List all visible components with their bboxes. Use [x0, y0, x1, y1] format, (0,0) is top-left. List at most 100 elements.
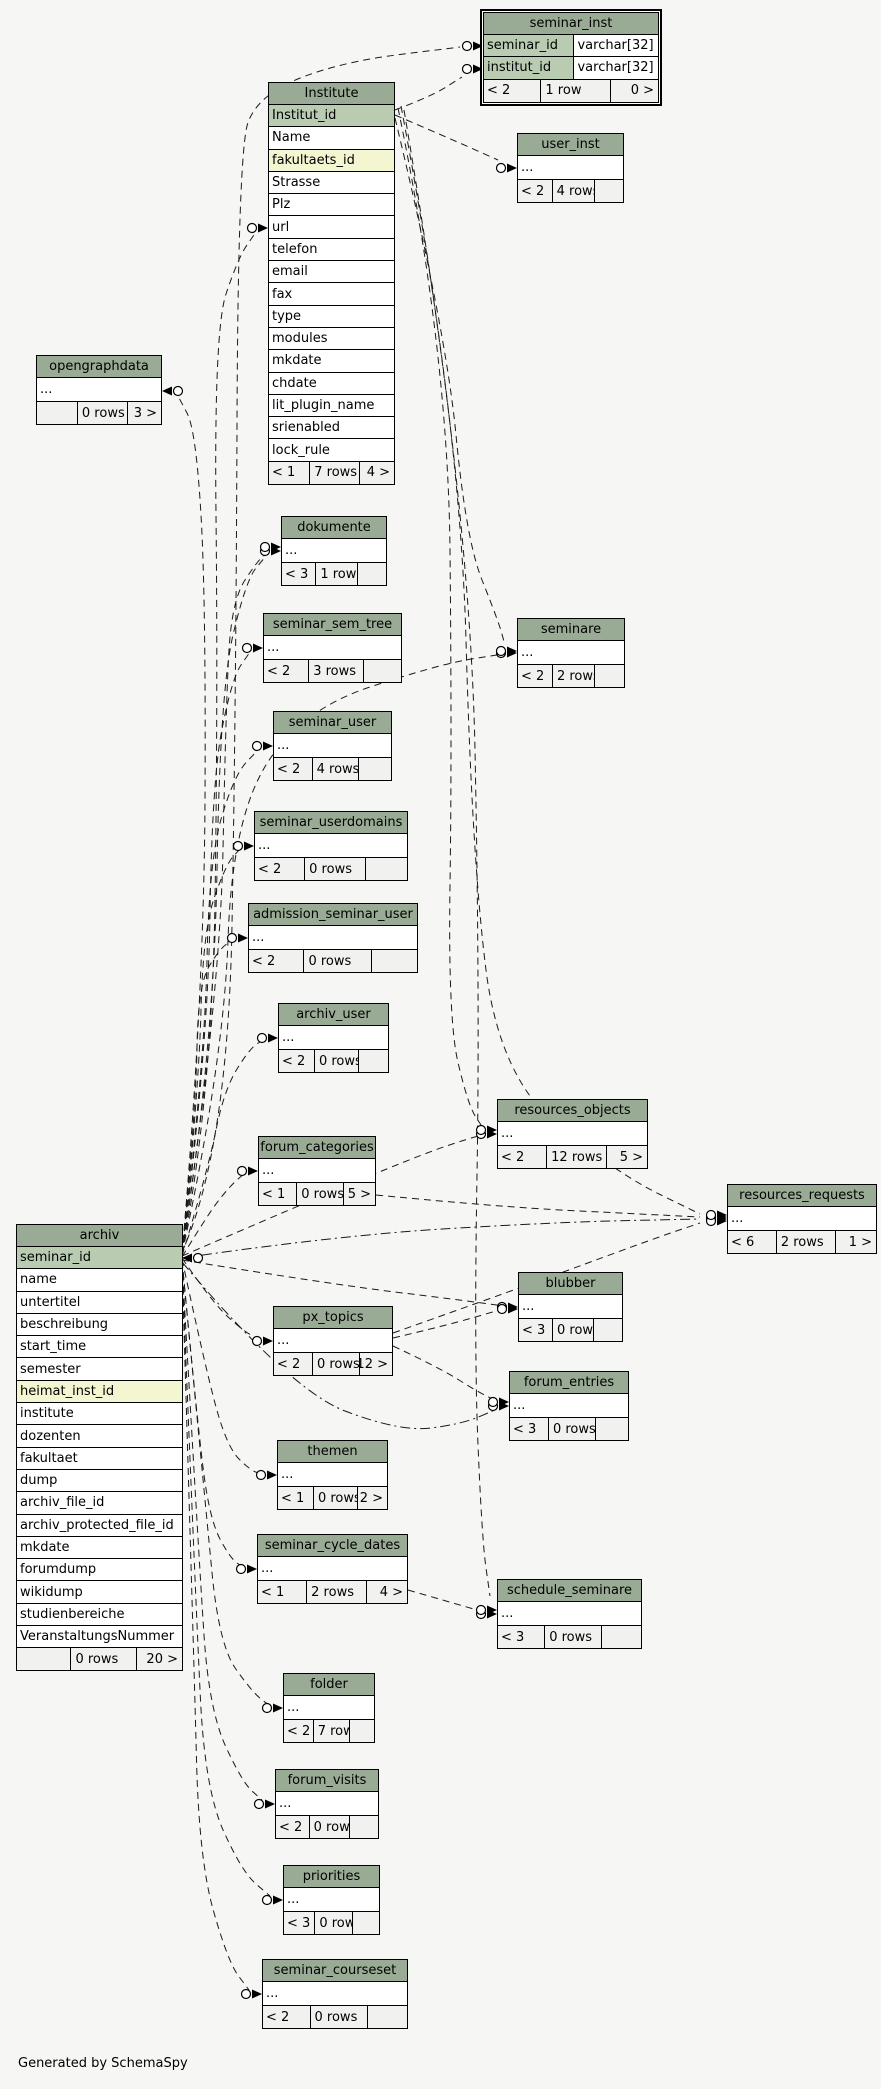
relationship-arrowhead [487, 1125, 497, 1135]
table-forum_visits[interactable]: forum_visits...< 20 rows [275, 1769, 379, 1839]
relationship-edge [181, 555, 267, 1254]
table-header-archiv[interactable]: archiv [17, 1225, 182, 1247]
relationship-arrowhead [473, 41, 483, 51]
relationship-edge [181, 551, 270, 1254]
ref-count [594, 1319, 622, 1341]
table-blubber[interactable]: blubber...< 30 rows [518, 1272, 623, 1342]
ref-count: 5 > [347, 1186, 371, 1202]
table-header-folder[interactable]: folder [284, 1674, 374, 1696]
column-row-fakultaet: fakultaet [17, 1447, 182, 1470]
column-row-ellipsis: ... [264, 636, 401, 660]
table-priorities[interactable]: priorities...< 30 rows [283, 1865, 380, 1935]
relationship-arrowhead [258, 223, 268, 233]
table-folder[interactable]: folder...< 27 rows [283, 1673, 375, 1743]
column-name: ... [522, 1299, 535, 1314]
row-count: 0 rows [305, 858, 366, 880]
table-header-seminar_cycle_dates[interactable]: seminar_cycle_dates [258, 1535, 407, 1557]
relationship-arrowhead [253, 643, 263, 653]
column-row-archiv_file_id: archiv_file_id [17, 1492, 182, 1515]
relationship-connector-circle [261, 1894, 273, 1906]
relationship-connector-circle [495, 645, 507, 657]
fk-count: < 1 [278, 1487, 314, 1509]
table-header-archiv_user[interactable]: archiv_user [279, 1004, 388, 1026]
column-name: ... [279, 1796, 292, 1811]
table-user_inst[interactable]: user_inst...< 24 rows [517, 133, 624, 203]
table-seminare[interactable]: seminare...< 22 rows [517, 618, 625, 688]
table-header-seminar_courseset[interactable]: seminar_courseset [263, 1960, 407, 1982]
relationship-arrowhead [717, 1210, 727, 1220]
column-row-ellipsis: ... [282, 539, 386, 563]
column-row-heimat_inst_id: heimat_inst_id [17, 1380, 182, 1404]
table-header-resources_requests[interactable]: resources_requests [728, 1185, 876, 1207]
row-count: 0 rows [314, 1487, 358, 1509]
table-header-dokumente[interactable]: dokumente [282, 517, 386, 539]
column-name: modules [272, 331, 328, 347]
row-count: 0 rows [315, 1050, 359, 1072]
relationship-arrowhead [507, 163, 517, 173]
column-name: fakultaets_id [272, 152, 355, 168]
relationship-edge [394, 76, 463, 111]
table-header-user_inst[interactable]: user_inst [518, 134, 623, 156]
table-header-seminar_user[interactable]: seminar_user [274, 712, 391, 734]
table-footer: < 24 rows [518, 180, 623, 202]
column-name: srienabled [272, 420, 341, 436]
table-header-priorities[interactable]: priorities [284, 1866, 379, 1888]
table-header-opengraphdata[interactable]: opengraphdata [37, 356, 161, 378]
fk-count: < 2 [274, 1353, 313, 1375]
column-name: mkdate [20, 1540, 70, 1555]
table-header-blubber[interactable]: blubber [519, 1273, 622, 1295]
relationship-arrowhead [248, 1166, 258, 1176]
column-row-type: type [269, 305, 394, 328]
column-row-ellipsis: ... [258, 1557, 407, 1581]
table-header-forum_categories[interactable]: forum_categories [259, 1137, 375, 1159]
table-header-seminare[interactable]: seminare [518, 619, 624, 641]
relationship-edge [375, 1194, 701, 1218]
fk-count: < 2 [255, 858, 306, 880]
column-name: ... [252, 930, 265, 945]
table-header-resources_objects[interactable]: resources_objects [498, 1100, 647, 1122]
table-header-forum_visits[interactable]: forum_visits [276, 1770, 378, 1792]
column-name: ... [262, 1163, 275, 1178]
fk-count: < 2 [484, 79, 542, 102]
table-header-forum_entries[interactable]: forum_entries [510, 1372, 628, 1394]
table-header-institute[interactable]: Institute [269, 83, 394, 105]
column-row-ellipsis: ... [259, 1159, 375, 1183]
table-header-seminar_sem_tree[interactable]: seminar_sem_tree [264, 614, 401, 636]
column-row-start_time: start_time [17, 1336, 182, 1359]
ref-count [359, 1050, 388, 1072]
table-header-admission_seminar_user[interactable]: admission_seminar_user [249, 904, 417, 926]
column-row-ellipsis: ... [255, 834, 407, 858]
relationship-connector-circle [172, 385, 184, 397]
table-header-schedule_seminare[interactable]: schedule_seminare [498, 1580, 641, 1602]
column-row-ellipsis: ... [728, 1207, 876, 1231]
table-header-seminar_userdomains[interactable]: seminar_userdomains [255, 812, 407, 834]
column-row-seminar_id: seminar_id [17, 1247, 182, 1270]
column-name: ... [258, 838, 271, 853]
table-header-seminar_inst[interactable]: seminar_inst [484, 13, 658, 35]
table-header-themen[interactable]: themen [278, 1441, 387, 1463]
table-header-px_topics[interactable]: px_topics [274, 1307, 392, 1329]
row-count: 0 rows [553, 1319, 595, 1341]
